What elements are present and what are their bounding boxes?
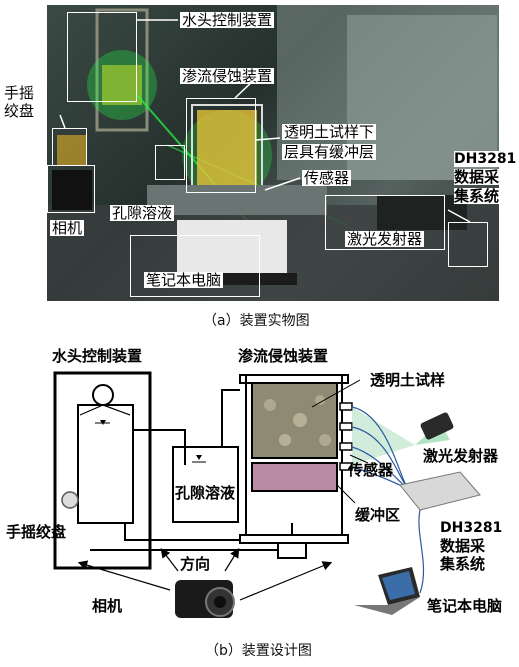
photo-label-sensor: 传感器 (302, 169, 352, 187)
photo-label-head-control: 水头控制装置 (180, 11, 275, 29)
buffer-zone (251, 462, 338, 492)
box-dh (448, 222, 488, 267)
photo-label-hand-winch: 手摇 绞盘 (4, 84, 44, 120)
water-level-icon (100, 420, 106, 425)
photo-illustration (47, 5, 499, 301)
diag-label-sensor: 传感器 (348, 461, 394, 479)
box-camera (47, 165, 95, 213)
caption-b: （b）装置设计图 (205, 643, 312, 659)
laser-emitter-icon (420, 412, 454, 440)
design-diagram (53, 371, 481, 618)
photo-label-seepage: 渗流侵蚀装置 (180, 67, 275, 85)
diag-label-head-control: 水头控制装置 (52, 347, 143, 365)
winch-icon (61, 491, 79, 509)
photo-label-laptop: 笔记本电脑 (144, 271, 224, 289)
box-head-control (67, 12, 137, 102)
photo-label-dh-3: 集系统 (454, 187, 500, 205)
diag-label-seepage: 渗流侵蚀装置 (238, 347, 329, 365)
photo-label-dh-2: 数据采 (454, 168, 500, 186)
sensor-icon (339, 422, 353, 431)
diag-label-dh-1: DH3281 (440, 520, 503, 536)
diag-label-laptop: 笔记本电脑 (427, 597, 503, 615)
box-laser (325, 195, 445, 250)
diag-label-camera: 相机 (92, 597, 123, 615)
sensor-icon (339, 462, 353, 471)
photo-pointers (59, 19, 471, 223)
photo-label-pore: 孔隙溶液 (110, 204, 175, 222)
sensor-icon (339, 442, 353, 451)
box-seepage (186, 98, 256, 193)
diag-label-hand-winch: 手摇绞盘 (6, 523, 67, 541)
pore-tank (172, 446, 239, 523)
photo-label-dh-1: DH3281 (454, 151, 517, 167)
diag-label-dh-3: 集系统 (440, 555, 486, 573)
diag-label-laser: 激光发射器 (423, 447, 499, 465)
sensor-icon (339, 402, 353, 411)
head-control-frame (53, 371, 152, 570)
box-sensor (155, 145, 185, 180)
diag-label-direction: 方向 (180, 555, 211, 573)
photo-label-specimen-1: 透明土试样下 (282, 123, 377, 141)
device-photo (47, 5, 499, 301)
hand-winch-text: 手摇 绞盘 (4, 84, 35, 120)
diag-label-pore: 孔隙溶液 (175, 484, 236, 502)
diag-label-buffer: 缓冲区 (355, 506, 401, 524)
box-laptop (130, 235, 260, 297)
photo-label-laser: 激光发射器 (345, 230, 425, 248)
dh3281-icon (399, 471, 481, 511)
caption-a: （a）装置实物图 (203, 313, 310, 329)
diag-label-transparent-soil: 透明土试样 (370, 371, 446, 389)
photo-label-specimen-2: 层具有缓冲层 (282, 143, 377, 161)
diag-label-dh-2: 数据采 (440, 537, 486, 555)
pulley-icon (92, 384, 114, 406)
photo-label-camera: 相机 (50, 219, 85, 237)
